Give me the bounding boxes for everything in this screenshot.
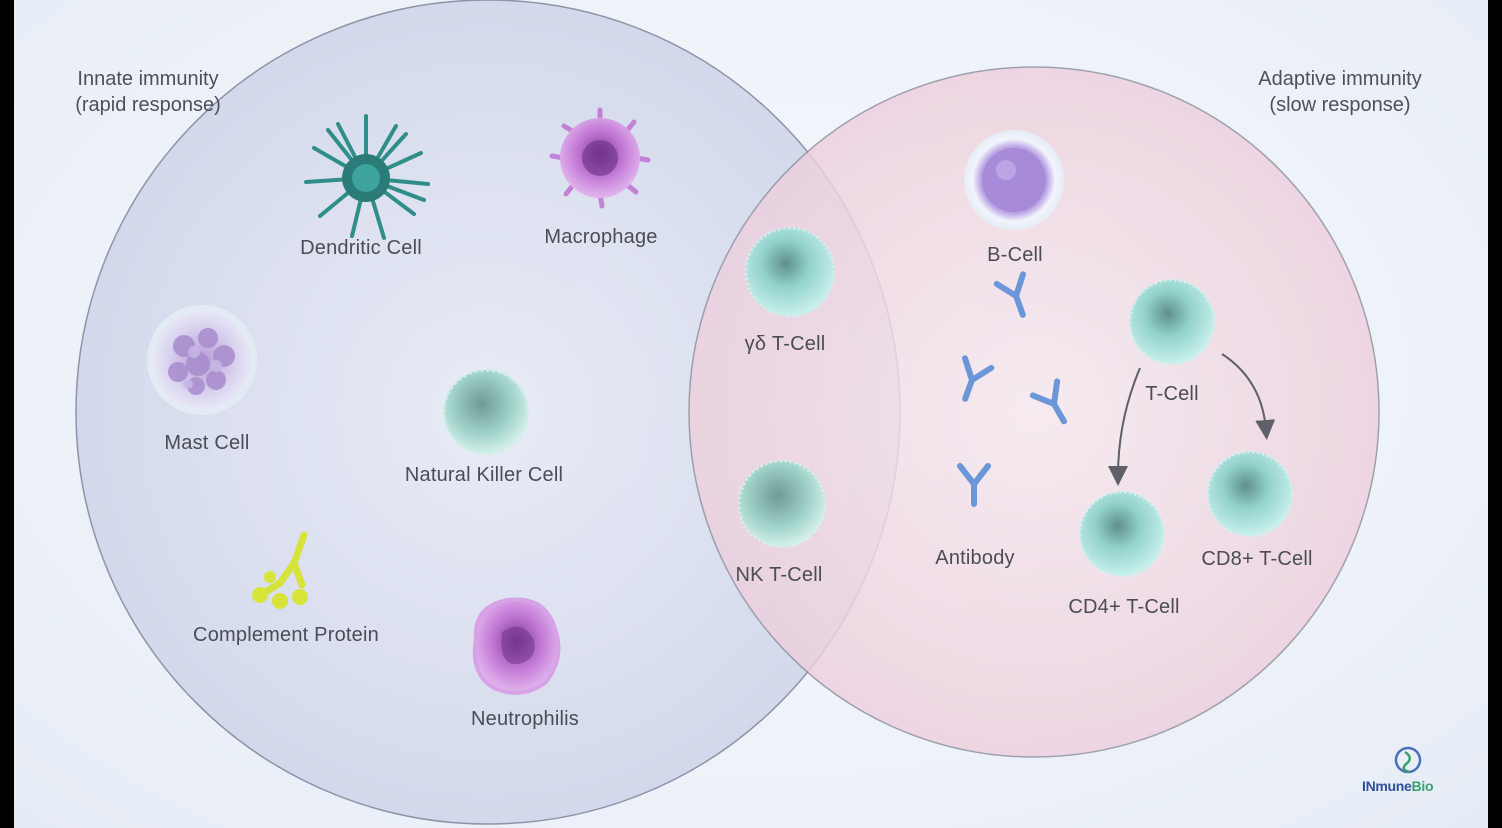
- cd4-t-cell-icon: [1078, 490, 1166, 578]
- antibody-icon-2: [962, 355, 995, 402]
- macrophage-label: Macrophage: [544, 226, 658, 248]
- adaptive-immunity-circle: [688, 66, 1380, 758]
- dendritic-cell-label: Dendritic Cell: [300, 237, 422, 259]
- neutrophil-label: Neutrophilis: [470, 708, 580, 730]
- complement-protein-label: Complement Protein: [193, 624, 379, 646]
- inmunebio-logo-icon: [1394, 746, 1422, 774]
- b-cell-label: B-Cell: [987, 244, 1043, 266]
- cd4-t-cell-label: CD4+ T-Cell: [1068, 596, 1180, 618]
- cd8-t-cell-icon: [1206, 450, 1294, 538]
- antibody-icon-1: [993, 271, 1026, 318]
- antibody-label: Antibody: [935, 547, 1015, 569]
- cd8-t-cell-label: CD8+ T-Cell: [1201, 548, 1313, 570]
- logo-brand: INmune: [1362, 778, 1412, 794]
- b-cell-icon: [964, 130, 1064, 230]
- adaptive-immunity-heading: Adaptive immunity (slow response): [1258, 66, 1421, 118]
- inmunebio-logo: INmuneBio: [1362, 778, 1433, 794]
- gamma-delta-t-cell-icon: [744, 226, 836, 318]
- venn-diagram-graphic: [75, 0, 1422, 825]
- nk-t-cell-icon: [737, 459, 827, 549]
- logo-suffix: Bio: [1411, 778, 1434, 794]
- adaptive-subtitle: (slow response): [1269, 94, 1411, 116]
- antibody-icon-3: [1029, 378, 1067, 425]
- neutrophil-icon: [472, 597, 561, 695]
- adaptive-title: Adaptive immunity: [1258, 68, 1422, 90]
- natural-killer-cell-label: Natural Killer Cell: [404, 464, 564, 486]
- t-cell-label: T-Cell: [1145, 383, 1199, 405]
- innate-immunity-heading: Innate immunity (rapid response): [75, 66, 221, 118]
- dendritic-cell-icon: [304, 114, 430, 240]
- macrophage-icon: [549, 107, 651, 209]
- nk-t-cell-label: NK T-Cell: [735, 564, 823, 586]
- arrow-to-cd8: [1221, 353, 1276, 440]
- innate-subtitle: (rapid response): [75, 94, 221, 116]
- arrow-to-cd4: [1108, 367, 1141, 486]
- gamma-delta-t-cell-label: γδ T-Cell: [744, 333, 826, 355]
- complement-protein-icon: [252, 531, 308, 609]
- venn-diagram-slide: Innate immunity (rapid response) Adaptiv…: [14, 0, 1488, 828]
- mast-cell-label: Mast Cell: [164, 432, 250, 454]
- t-cell-icon: [1128, 278, 1216, 366]
- mast-cell-icon: [147, 305, 257, 415]
- antibody-icon-4: [957, 463, 991, 507]
- innate-title: Innate immunity: [77, 68, 219, 90]
- natural-killer-cell-icon: [442, 368, 530, 456]
